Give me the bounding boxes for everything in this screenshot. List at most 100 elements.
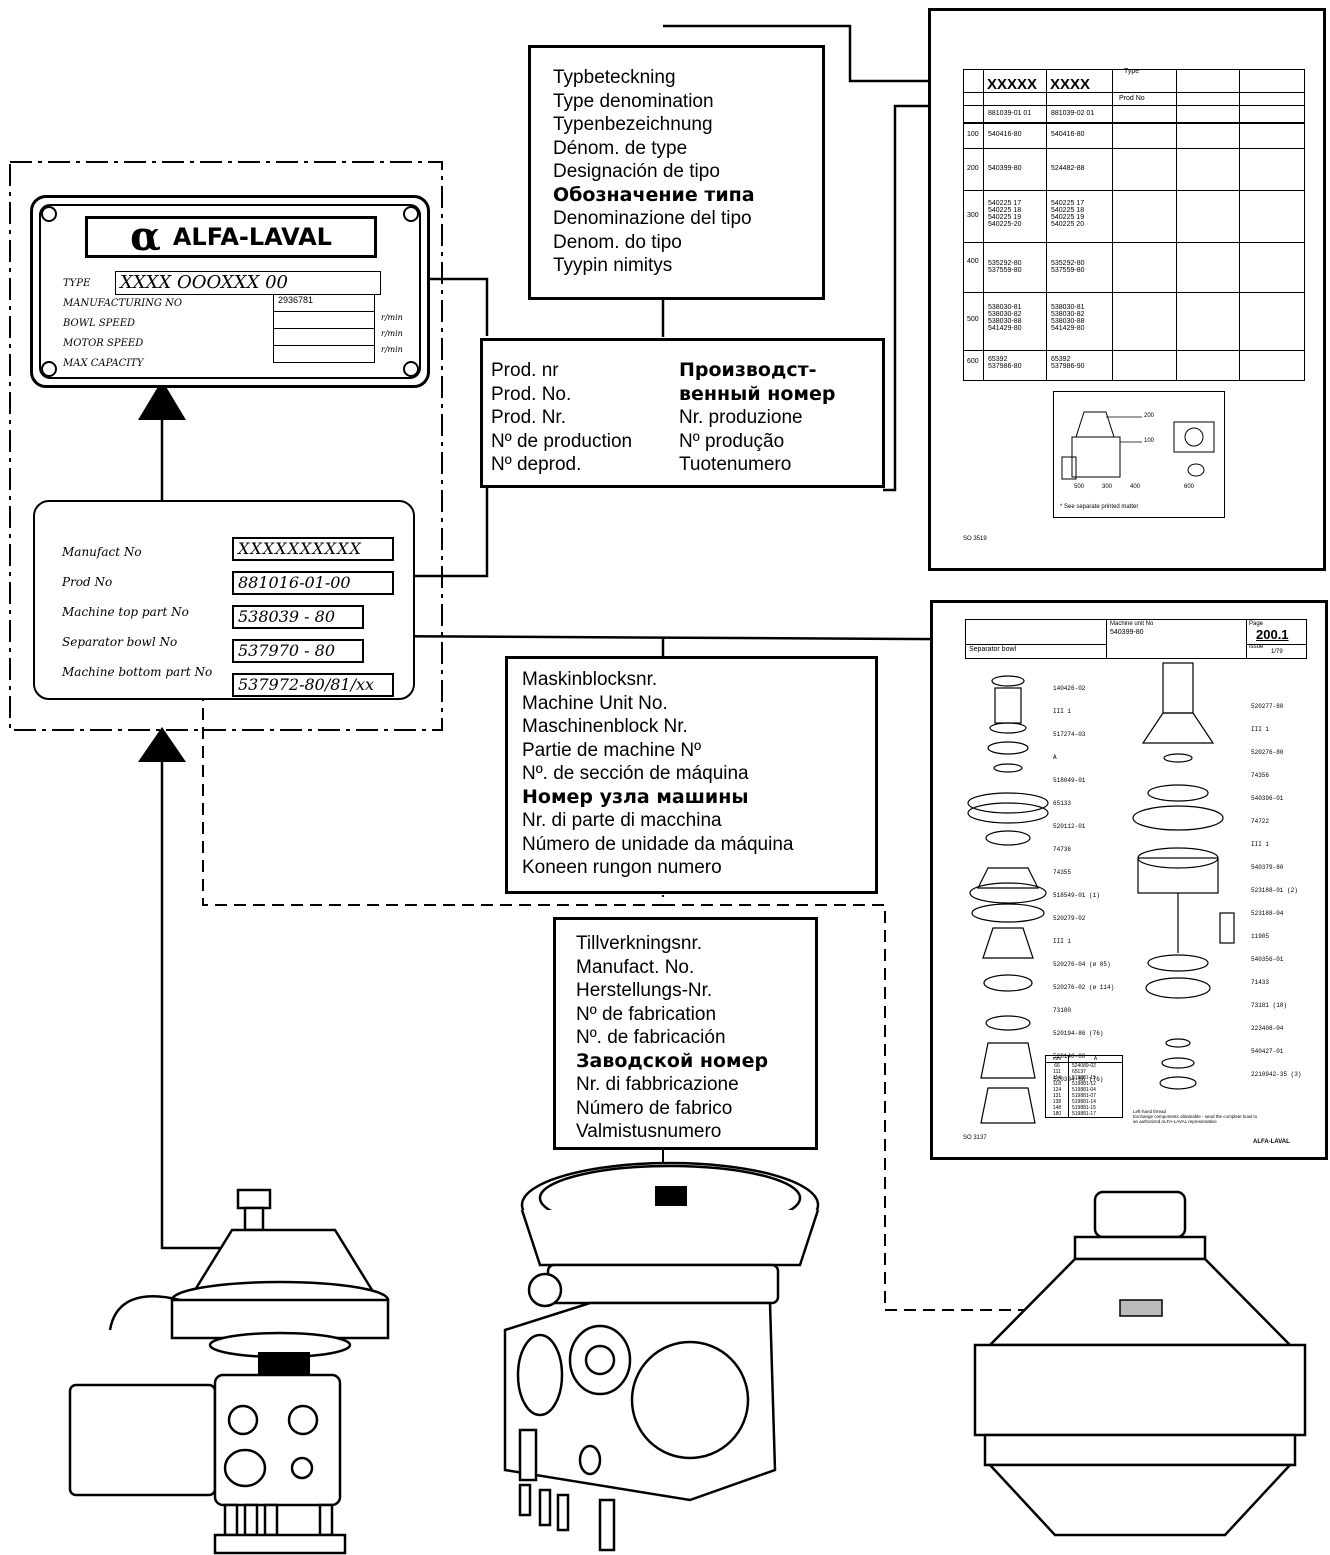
page-label: Page [1249, 621, 1264, 627]
dim-label: 100 [1144, 438, 1155, 444]
part-cell: 540399-80 [988, 165, 1022, 172]
plate-marker-middle [655, 1186, 687, 1206]
table-cell: 111 [1046, 1069, 1069, 1075]
plate-marker-left [258, 1352, 310, 1376]
table-cell: 131 [1046, 1093, 1069, 1099]
speed-label: BOWL SPEED [63, 318, 136, 329]
part-cell: 537986-80 [988, 363, 1022, 370]
prod-line: Nº de production [491, 430, 633, 452]
screw-icon [41, 361, 57, 377]
table-cell: 519881-11 [1072, 1075, 1096, 1081]
brand-footer: ALFA-LAVAL [1253, 1139, 1290, 1145]
table-cell: 114 [1046, 1075, 1069, 1081]
part-label: 540379-80 [1251, 864, 1284, 871]
parts-list-document: Type XXXXX XXXX Prod No 881039-01 01 881… [928, 8, 1326, 571]
type-line-russian: Обозначение типа [553, 183, 755, 206]
dimension-drawing: 200 100 500 300 400 600 * See separate p… [1053, 391, 1225, 518]
manufact-no-value: XXXXXXXXXX [232, 537, 394, 561]
part-cell: 538030-88 [1051, 318, 1085, 325]
table-cell: 524089-02 [1072, 1063, 1096, 1069]
table-cell: 519881-12 [1072, 1081, 1096, 1087]
part-label: A [1053, 754, 1057, 761]
manufact-line: Nº. de fabricación [576, 1027, 726, 1048]
issue-value: 1/79 [1271, 649, 1283, 655]
dim-label: 400 [1130, 484, 1141, 490]
part-label: 2210942-35 (3) [1251, 1071, 1302, 1078]
unit-line: Maschinenblock Nr. [522, 716, 688, 737]
part-label: 517274-03 [1053, 731, 1086, 738]
unit-line: Koneen rungon numero [522, 857, 722, 878]
part-label: 520276-80 [1251, 749, 1284, 756]
machine-unit-box: Maskinblocksnr. Machine Unit No. Maschin… [505, 656, 878, 894]
table-head: mm [1046, 1056, 1069, 1062]
prod-no-label: Prod No [62, 575, 113, 589]
dashdot-enclosure [9, 161, 443, 731]
brand-banner: α ALFA-LAVAL [85, 216, 377, 258]
part-label: 520194-86 (76) [1053, 1030, 1104, 1037]
page-value: 200.1 [1256, 627, 1289, 642]
part-label: 540356-01 [1251, 956, 1284, 963]
type-header: Type [1124, 68, 1140, 75]
bottom-part-value: 537972-80/81/xx [232, 673, 394, 697]
unit-line: Machine Unit No. [522, 692, 668, 714]
part-label: 74355 [1053, 869, 1072, 876]
table-cell: 138 [1046, 1099, 1069, 1105]
part-label: III 1 [1251, 841, 1270, 848]
part-cell: 538030-88 [988, 318, 1022, 325]
alfa-laval-logo-icon: α [130, 213, 161, 260]
part-label: 74736 [1053, 846, 1072, 853]
unit-line-russian: Номер узла машины [522, 785, 749, 808]
dim-label: 600 [1184, 484, 1195, 490]
unit-line: Maskinblocksnr. [522, 669, 658, 690]
issue-label: Issue [1249, 644, 1264, 650]
capacity-label: MAX CAPACITY [63, 358, 144, 369]
table-cell: 124 [1046, 1087, 1069, 1093]
legend-text: Exchange components obtainable - send th… [1133, 1114, 1258, 1124]
separator-machine-middle [503, 1161, 820, 1552]
prod-line: Nr. produzione [679, 407, 803, 428]
part-label: 73181 (18) [1251, 1002, 1288, 1009]
table-cell: 66 [1046, 1063, 1069, 1069]
screw-icon [403, 206, 419, 222]
screw-icon [41, 206, 57, 222]
type-x1: XXXXX [987, 76, 1038, 93]
doc-code: SO 3519 [963, 536, 987, 542]
screw-icon [403, 361, 419, 377]
part-cell: 535292-80 [988, 260, 1022, 267]
part-label: 518549-01 (1) [1053, 892, 1100, 899]
dim-label: 200 [1144, 413, 1155, 419]
machine-unit-label: Machine unit No [1110, 621, 1154, 627]
part-cell: 540416-80 [1051, 131, 1085, 138]
manufact-line: Nr. di fabbricazione [576, 1074, 739, 1095]
manufact-no-box: Tillverkningsnr. Manufact. No. Herstellu… [553, 917, 818, 1150]
table-cell: 180 [1046, 1111, 1069, 1117]
part-cell: 540225 17 [1051, 200, 1085, 207]
data-plate [33, 500, 415, 700]
unit-line: Nr. di parte di macchina [522, 810, 722, 831]
part-cell: 65392 [988, 356, 1008, 363]
top-part-label: Machine top part No [62, 605, 189, 619]
prod-line: Prod. Nr. [491, 407, 566, 428]
part-cell: 541429-80 [1051, 325, 1085, 332]
part-label: 540396-01 [1251, 795, 1284, 802]
part-label: 523188-04 [1251, 910, 1284, 917]
type-line: Dénom. de type [553, 137, 688, 159]
part-cell: 538030-81 [1051, 304, 1085, 311]
part-label: 223408-04 [1251, 1025, 1284, 1032]
prod-2: 881039-02 01 [1051, 110, 1095, 117]
manufact-line: Tillverkningsnr. [576, 933, 703, 954]
legend-text: Left-hand thread [1133, 1109, 1167, 1114]
type-line: Designación de tipo [553, 161, 720, 182]
type-line: Typenbezeichnung [553, 114, 713, 135]
manufact-line: Herstellungs-Nr. [576, 980, 713, 1001]
dim-label: 500 [1074, 484, 1085, 490]
manufact-line-russian: Заводской номер [576, 1049, 769, 1072]
part-label: 520112-01 [1053, 823, 1086, 830]
part-label: 520277-80 [1251, 703, 1284, 710]
type-label: TYPE [63, 278, 91, 289]
group-label: 400 [967, 258, 979, 265]
group-label: 100 [967, 131, 979, 138]
prod-line-russian: венный номер [679, 382, 836, 405]
type-line: Type denomination [553, 90, 714, 112]
